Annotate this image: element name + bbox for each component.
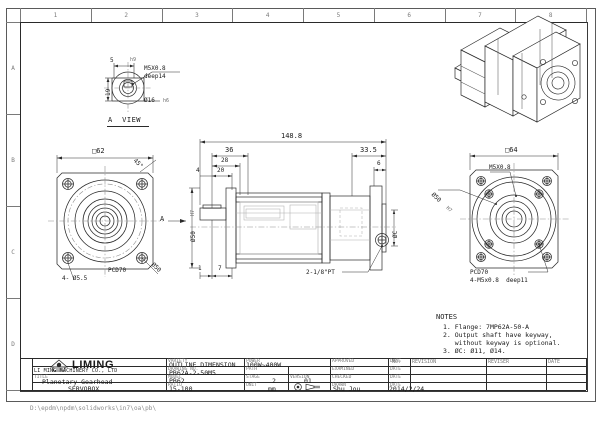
title-block: LIMING LI MING MACHINERY CO., LTD TITLE … [20, 358, 587, 393]
left-view-pcd: PCD70 [108, 267, 127, 274]
checked-label: CHECKED [332, 374, 352, 380]
section-dim-1: 1 [198, 265, 202, 272]
stage-value: 2 [272, 377, 276, 385]
drawn-value: Shu Jou [333, 384, 361, 393]
revision-header-date: DATE [548, 359, 561, 365]
left-view-holes: 4- Ø5.5 [62, 275, 88, 282]
zone-top-3: 3 [195, 12, 199, 19]
stage-label: STAGE [246, 374, 260, 380]
date-label-2: DATE [390, 366, 402, 372]
date-label-1: DATE [390, 358, 402, 364]
title-line-2: SERVOBOX [68, 384, 100, 393]
section-dim-4: 4 [196, 167, 200, 174]
version-value: 01 [304, 377, 312, 385]
notes-item-4: 3. ØC: Ø11, Ø14. [443, 347, 506, 355]
section-dim-7: 7 [218, 265, 222, 272]
title-label: TITLE [34, 374, 48, 380]
right-view-square-dim: □64 [505, 146, 518, 154]
company-logo [49, 359, 69, 372]
zone-top-2: 2 [124, 12, 128, 19]
section-shaft-c: ØC [392, 230, 399, 238]
date-label-3: DATE [390, 374, 402, 380]
notes-item-2: 2. Output shaft have keyway, [443, 331, 553, 339]
left-view-square-dim: □62 [92, 147, 105, 155]
section-bore-dia: Ø50 [190, 231, 197, 242]
zone-top-4: 4 [265, 12, 270, 19]
power-label: POWER [246, 358, 260, 364]
right-view-holes: 4-M5x0.8 deep11 [470, 277, 528, 284]
zone-top-6: 6 [407, 12, 411, 19]
a-view-key-dim: 19 [105, 88, 112, 96]
revision-header-no: NO. [392, 359, 402, 365]
version-label: VERSION [290, 374, 310, 380]
title-line-1: Planetary Gearhead [42, 378, 113, 386]
a-view-key-width: 5 [110, 57, 114, 64]
zone-left-c: C [11, 249, 15, 256]
a-view-label: A VIEW [108, 116, 142, 124]
approved-label: APPROVED [332, 358, 355, 364]
section-dim-36: 36 [225, 146, 234, 154]
drawn-label: DRAWN [332, 382, 346, 388]
zone-top-1: 1 [53, 12, 58, 19]
ratio-label: RATIO [168, 382, 182, 388]
drawing-no-label: DRAWING NO. [168, 366, 199, 372]
section-dim-33-5: 33.5 [360, 146, 377, 154]
a-view-thread-depth: deep14 [144, 73, 166, 80]
date-value: 2014/2/24 [389, 384, 425, 393]
a-view-shaft-tol: h6 [163, 98, 170, 104]
zone-left-b: B [11, 157, 15, 164]
company-subtitle: LI MING MACHINERY CO., LTD [34, 368, 118, 374]
examined-label: EXAMINED [332, 366, 355, 372]
zone-left-a: A [11, 65, 15, 72]
zone-top-7: 7 [478, 12, 482, 19]
sheet-outer-border [6, 8, 596, 402]
model-label: MODEL [168, 374, 182, 380]
ratio-value: 15-100 [169, 384, 193, 393]
a-view-key-tol: h9 [130, 57, 137, 63]
section-dim-28: 28 [221, 157, 229, 164]
drawing-no-value: PB62A-2-50M5 [169, 368, 216, 377]
unit-label: UNIT [246, 382, 258, 388]
right-view-thread-note: M5X0.8 [489, 164, 511, 171]
revision-header-reviser: REVISER [488, 359, 510, 365]
notes-item-3: without keyway is optional. [443, 339, 561, 347]
date-label-4: DATE [390, 382, 402, 388]
a-view-thread-note: M5X0.8 [144, 65, 166, 72]
zone-top-5: 5 [336, 12, 341, 19]
section-dim-6: 6 [377, 160, 381, 167]
revision-header-revision: REVISION [412, 359, 437, 365]
variety-label: VARIETY [168, 358, 188, 364]
a-view-shaft-dia: Ø16 [144, 97, 155, 104]
section-overall-dim: 148.8 [281, 132, 303, 140]
section-arrow-label: A [160, 215, 165, 223]
company-name: LIMING [72, 359, 115, 371]
power-value: 100W~400W [246, 360, 282, 369]
variety-value: OUTLINE DIMENSION [169, 360, 236, 369]
path-label: PATH [246, 366, 258, 372]
right-view-pcd: PCD70 [470, 269, 489, 276]
notes-heading: NOTES [436, 313, 458, 321]
zone-top-8: 8 [548, 12, 553, 19]
zone-left-d: D [11, 341, 15, 348]
unit-value: mm [268, 385, 276, 393]
section-port-label: 2-1/8"PT [306, 269, 335, 276]
section-bore-tol: H7 [190, 209, 196, 216]
file-path-footer: D:\epdm\npdm\solidworks\in7\oa\pb\ [30, 405, 157, 412]
model-value: PB62 [169, 376, 185, 385]
section-dim-20: 20 [217, 167, 225, 174]
notes-item-1: 1. Flange: 7MP62A-50-A [443, 323, 530, 331]
